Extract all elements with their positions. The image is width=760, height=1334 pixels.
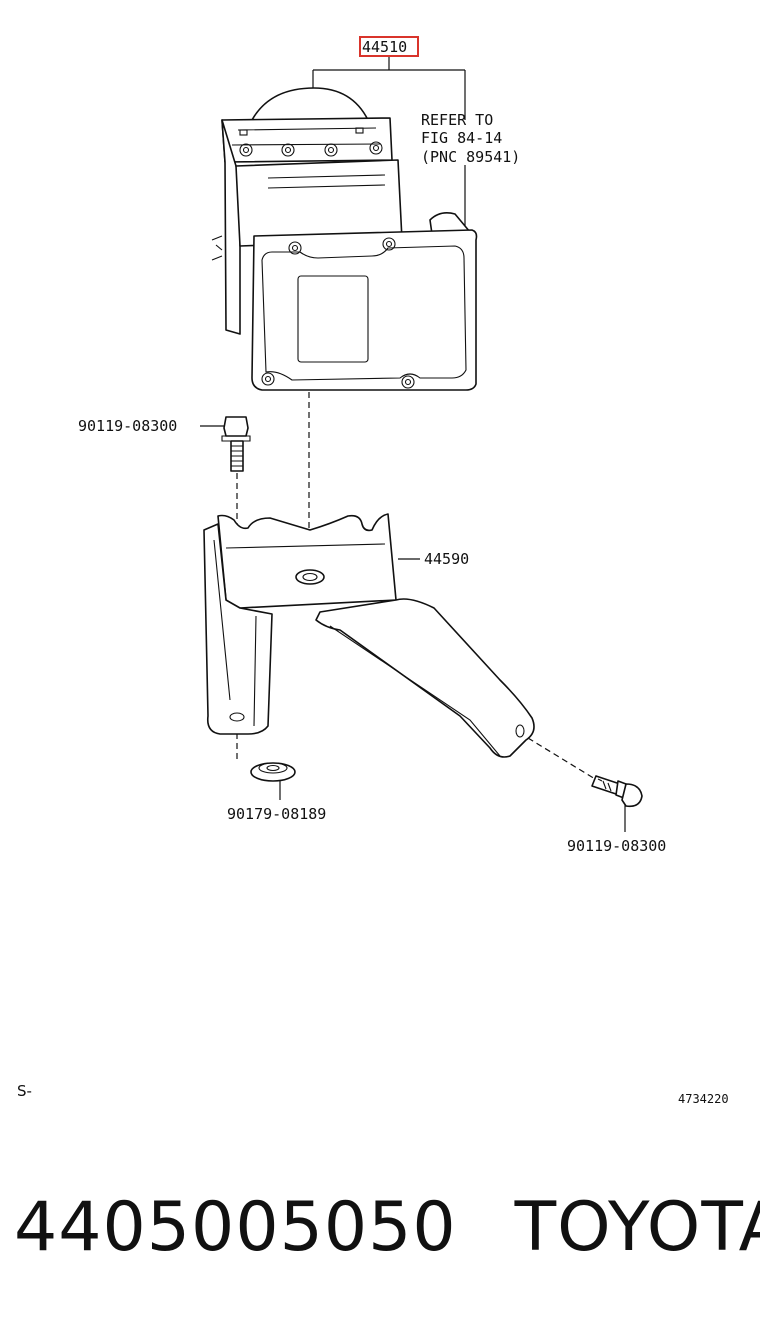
refer-fig-text[interactable]: FIG 84-14 — [421, 129, 502, 147]
refer-pnc-text: (PNC 89541) — [421, 148, 520, 166]
callout-44510[interactable]: 44510 — [362, 38, 407, 56]
cushion-icon[interactable] — [250, 762, 296, 782]
bolt-lower-icon[interactable] — [591, 775, 643, 808]
callout-44590[interactable]: 44590 — [424, 550, 469, 568]
callout-cushion[interactable]: 90179-08189 — [227, 805, 326, 823]
refer-to-text: REFER TO — [421, 111, 493, 129]
bolt-upper-icon[interactable] — [221, 416, 251, 472]
callout-bolt-lower[interactable]: 90119-08300 — [567, 837, 666, 855]
leader-44510 — [312, 57, 466, 232]
bracket-44590[interactable] — [203, 513, 535, 758]
abs-actuator-assembly[interactable] — [211, 87, 478, 391]
callout-highlight-box[interactable] — [359, 36, 419, 57]
footer-left-code: S- — [17, 1082, 32, 1100]
part-number: 4405005050 — [14, 1188, 457, 1267]
footer-illustration-number: 4734220 — [678, 1092, 729, 1106]
callout-bolt-upper[interactable]: 90119-08300 — [78, 417, 177, 435]
caption-line: 4405005050 TOYOTA — [14, 1188, 760, 1267]
brand-name: TOYOTA — [514, 1188, 760, 1267]
assembly-line-right — [527, 737, 601, 783]
exploded-view-drawing: 44510 REFER TO FIG 84-14 (PNC 89541) — [17, 36, 729, 1106]
